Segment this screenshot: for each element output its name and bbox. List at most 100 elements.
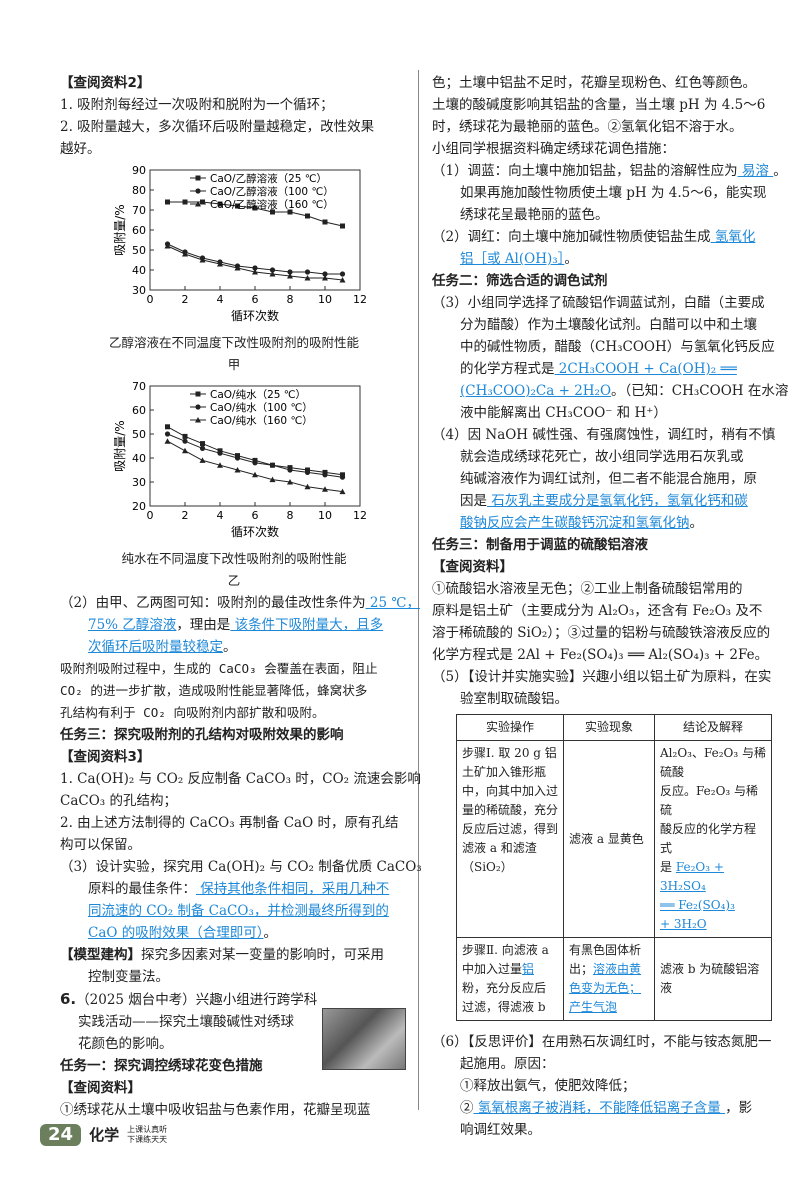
data-point (217, 261, 223, 267)
data-point (182, 433, 188, 439)
q2-answer1-cont: 75% 乙醇溶液 (88, 617, 177, 633)
op1-line: 量的稀硫酸，充分 (462, 803, 559, 817)
op2-line: 中加入过量 (462, 962, 523, 976)
resource2-item1: 1. 吸附剂每经过一次吸附和脱附为一个循环； (60, 97, 334, 113)
concl1-line: 反应。Fe₂O₃ 与稀硫 (660, 784, 759, 817)
data-point (199, 457, 206, 463)
q3-text: 原料的最佳条件： (88, 881, 196, 897)
q2-answer2-cont: 次循环后吸附量较稳定 (88, 639, 223, 655)
note-line2: CO₂ 的进一步扩散，造成吸附性能显著降低，蜂窝状多 (60, 683, 368, 698)
q3-answer2: 同流速的 CO₂ 制备 CaCO₃，并检测最终所得到的 (88, 903, 389, 919)
data-point (340, 223, 345, 229)
q2r-end: 。 (564, 251, 578, 267)
op1-line: （SiO₂） (462, 860, 513, 874)
right-column: 色；土壤中铝盐不足时，花瓣呈现粉色、红色等颜色。 土壤的酸碱度影响其铝盐的含量，… (432, 0, 788, 1141)
note-line3: 孔结构有利于 CO₂ 向吸附剂内部扩散和吸附。 (60, 705, 325, 720)
q6r-text2: ，影 (725, 1100, 753, 1116)
question2r-cont: 铝［或 Al(OH)₃］。 (432, 248, 774, 270)
data-point (164, 438, 171, 444)
hydrangea-photo (322, 1008, 406, 1070)
x-tick-label: 4 (217, 293, 224, 306)
concl1-line: Al₂O₃、Fe₂O₃ 与稀硫酸 (660, 746, 767, 779)
x-tick-label: 12 (353, 509, 367, 522)
data-point (269, 271, 276, 277)
data-point (287, 273, 293, 279)
data-point (304, 269, 311, 275)
data-point (252, 205, 258, 211)
series-line (167, 245, 343, 281)
x-tick-label: 10 (318, 509, 332, 522)
question6r-cont3: ② 氢氧根离子被消耗，不能降低铝离子含量 ，影 (432, 1097, 774, 1119)
x-tick-label: 6 (252, 293, 259, 306)
data-point (234, 455, 241, 461)
q2-answer2: 该条件下吸附量大，且多 (230, 617, 384, 633)
data-point (322, 472, 328, 478)
concl1-line: 是 (660, 860, 673, 874)
q2-end: 。 (223, 639, 237, 655)
question4-cont: 就会造成绣球花死亡，故小组同学选用石灰乳或 (460, 449, 744, 465)
legend-marker (195, 201, 201, 207)
q1-text: （1）调蓝：向土壤中施加铝盐，铝盐的溶解性应为 (432, 163, 738, 179)
slogan-line2: 下课练天天 (127, 1135, 168, 1144)
x-axis-label: 循环次数 (231, 524, 279, 539)
data-point (164, 431, 171, 437)
table-cell-op2: 步骤Ⅱ. 向滤液 a 中加入过量铝 粉，充分反应后 过滤，得滤液 b (456, 937, 564, 1021)
data-point (339, 474, 346, 480)
data-point (270, 209, 275, 215)
legend-label: CaO/乙醇溶液（100 ℃） (210, 185, 334, 198)
data-point (339, 277, 346, 283)
data-point (235, 203, 240, 209)
data-point (182, 251, 188, 257)
y-tick-label: 70 (132, 380, 146, 393)
table-cell-concl2: 滤液 b 为硫酸铝溶液 (654, 937, 772, 1021)
x-tick-label: 2 (182, 509, 189, 522)
x-tick-label: 4 (217, 509, 224, 522)
data-point (287, 209, 293, 215)
resource2-item2: 2. 吸附量越大，多次循环后吸附量越稳定，改性效果 (60, 119, 375, 135)
concl1-line: 酸反应的化学方程式 (660, 822, 757, 855)
resource3-item1: 1. Ca(OH)₂ 与 CO₂ 反应制备 CaCO₃ 时，CO₂ 流速会影响 (60, 771, 421, 787)
data-point (234, 467, 241, 473)
table-row: 步骤Ⅰ. 取 20 g 铝 土矿加入锥形瓶 中，向其中加入过 量的稀硫酸，充分 … (456, 740, 772, 938)
page-footer: 24 化学 上课认真听 下课练天天 (40, 1120, 167, 1150)
q6r-text: ② (460, 1100, 474, 1116)
y-tick-label: 60 (132, 224, 146, 237)
y-tick-label: 60 (132, 404, 146, 417)
resource-r3: 溶于稀硫酸的 SiO₂）；③过量的铝粉与硫酸铁溶液反应的 (432, 625, 771, 641)
data-point (287, 467, 293, 473)
task1-heading: 任务一：探究调控绣球花变色措施 (60, 1058, 263, 1074)
table-cell-obs2: 有黑色固体析 出；溶液由黄 色变为无色； 产生气泡 (563, 937, 655, 1021)
data-point (165, 424, 170, 430)
data-point (322, 271, 328, 277)
data-point (234, 265, 241, 271)
concl1-answer: Fe₂O₃ + 3H₂SO₄ (660, 860, 724, 893)
data-point (217, 462, 223, 468)
question6r-cont: 起施用。原因： (460, 1056, 555, 1072)
data-point (252, 471, 258, 478)
data-point (339, 271, 346, 277)
chart1-label: 甲 (227, 357, 241, 372)
data-point (182, 199, 188, 205)
data-point (200, 199, 205, 205)
q3-answer3: CaO 的吸附效果（合理即可） (88, 925, 264, 941)
concl1-answer: ══ Fe₂(SO₄)₃ (660, 898, 735, 912)
data-point (200, 441, 205, 447)
table-header-conclusion: 结论及解释 (654, 714, 772, 741)
legend-marker (195, 391, 201, 397)
data-point (217, 201, 223, 207)
q2r-text: （2）调红：向土壤中施加碱性物质使铝盐生成 (432, 229, 711, 245)
question4-cont2: 纯碱溶液作为调红试剂，但二者不能混合施用，原 (460, 471, 757, 487)
model-build-cont: 控制变量法。 (88, 969, 169, 985)
data-point (304, 275, 311, 281)
question3-cont: 原料的最佳条件： 保持其他条件相同，采用几种不 (60, 878, 408, 900)
resource-cont2: 土壤的酸碱度影响其铝盐的含量，当土壤 pH 为 4.5～6 (432, 97, 766, 113)
question2-cont2: 次循环后吸附量较稳定。 (60, 636, 408, 658)
data-point (165, 199, 170, 205)
question6r-cont4: 响调红效果。 (460, 1122, 541, 1138)
x-tick-label: 0 (147, 293, 154, 306)
question1-cont2: 绣球花呈最艳丽的蓝色。 (460, 207, 609, 223)
question3r-cont3: 的化学方程式是 2CH₃COOH + Ca(OH)₂ ══ (432, 358, 774, 380)
q4-answer1: 石灰乳主要成分是氢氧化钙，氢氧化钙和碳 (487, 493, 748, 509)
resource-title: 【查阅资料】 (60, 1080, 141, 1096)
legend-label: CaO/乙醇溶液（25 ℃） (210, 172, 327, 185)
